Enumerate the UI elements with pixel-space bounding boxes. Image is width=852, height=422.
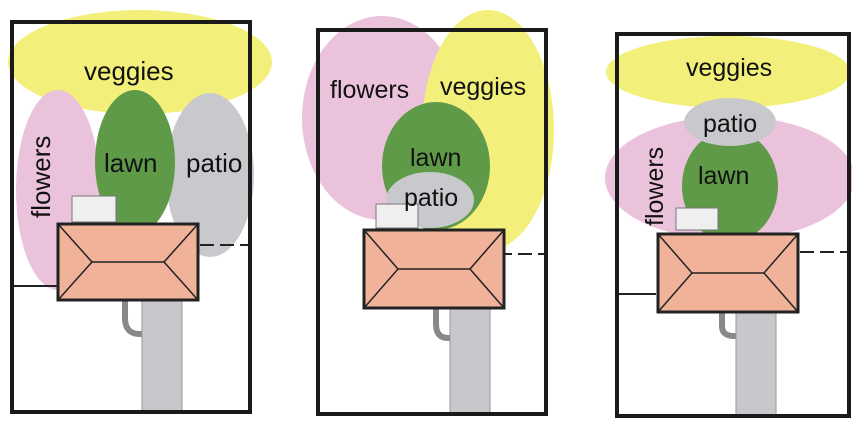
lot-boundary: [615, 32, 851, 418]
plan-2: flowers veggies lawn patio: [302, 10, 554, 416]
patio-zone: [684, 98, 776, 146]
house: [362, 228, 506, 310]
flowers-label: flowers: [26, 136, 56, 218]
veggies-label: veggies: [686, 54, 772, 82]
veggies-label: veggies: [440, 73, 526, 101]
house: [656, 232, 800, 314]
path-walkway: [433, 308, 450, 341]
flowers-label: flowers: [641, 147, 669, 226]
patio-zone: [166, 93, 254, 257]
driveway: [735, 311, 777, 417]
shed: [71, 195, 117, 223]
driveway: [141, 299, 183, 413]
lawn-label: lawn: [698, 162, 749, 190]
shed: [675, 207, 719, 231]
flowers-label: flowers: [330, 76, 409, 104]
patio-label: patio: [703, 110, 757, 138]
house: [56, 222, 200, 302]
shed: [375, 203, 419, 229]
path-walkway: [122, 300, 142, 337]
lot-boundary: [316, 28, 548, 416]
lawn-label: lawn: [104, 148, 157, 178]
plan-3: veggies patio lawn flowers: [605, 32, 852, 418]
lot-boundary: [10, 20, 252, 414]
veggies-zone: [8, 10, 272, 114]
lawn-label: lawn: [410, 144, 461, 172]
patio-label: patio: [186, 148, 242, 178]
plan-1: veggies lawn patio flowers: [8, 10, 272, 414]
veggies-zone: [606, 36, 850, 108]
veggies-label: veggies: [84, 56, 174, 86]
driveway: [449, 304, 491, 415]
path-walkway: [719, 312, 736, 339]
patio-label: patio: [404, 184, 458, 212]
